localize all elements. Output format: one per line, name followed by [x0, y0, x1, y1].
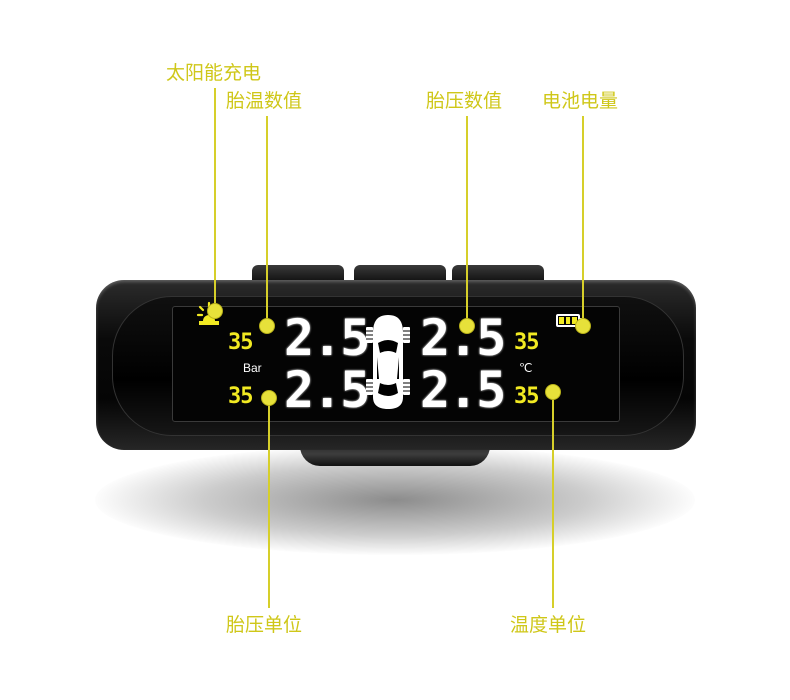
dot-solar	[207, 303, 223, 319]
car-icon	[366, 315, 410, 409]
callout-tire-temp-value: 胎温数值	[226, 90, 303, 112]
temp-front-left: 35	[228, 330, 253, 355]
temp-rear-right: 35	[514, 384, 539, 409]
callout-temperature-unit: 温度单位	[510, 614, 587, 636]
leader-tire-temp	[266, 116, 268, 324]
temp-unit-label: ℃	[519, 361, 533, 375]
dot-tire-pressure	[459, 318, 475, 334]
dot-pressure-unit	[261, 390, 277, 406]
dot-tire-temp	[259, 318, 275, 334]
pressure-rear-left: 2.5	[284, 361, 370, 419]
callout-solar-charging: 太阳能充电	[166, 62, 262, 84]
leader-tire-pressure	[466, 116, 468, 324]
callout-battery-level: 电池电量	[542, 90, 619, 112]
callout-pressure-unit: 胎压单位	[226, 614, 303, 636]
pressure-front-left: 2.5	[284, 309, 370, 367]
leader-temperature-unit	[552, 390, 554, 608]
device-button-left	[252, 265, 344, 283]
pressure-rear-right: 2.5	[420, 361, 506, 419]
callout-tire-pressure-value: 胎压数值	[426, 90, 503, 112]
leader-solar	[214, 88, 216, 310]
pressure-unit-label: Bar	[243, 361, 262, 375]
temp-front-right: 35	[514, 330, 539, 355]
dot-temperature-unit	[545, 384, 561, 400]
temp-rear-left: 35	[228, 384, 253, 409]
device-button-right	[452, 265, 544, 283]
device-button-middle	[354, 265, 446, 283]
leader-pressure-unit	[268, 396, 270, 608]
dot-battery	[575, 318, 591, 334]
leader-battery	[582, 116, 584, 324]
